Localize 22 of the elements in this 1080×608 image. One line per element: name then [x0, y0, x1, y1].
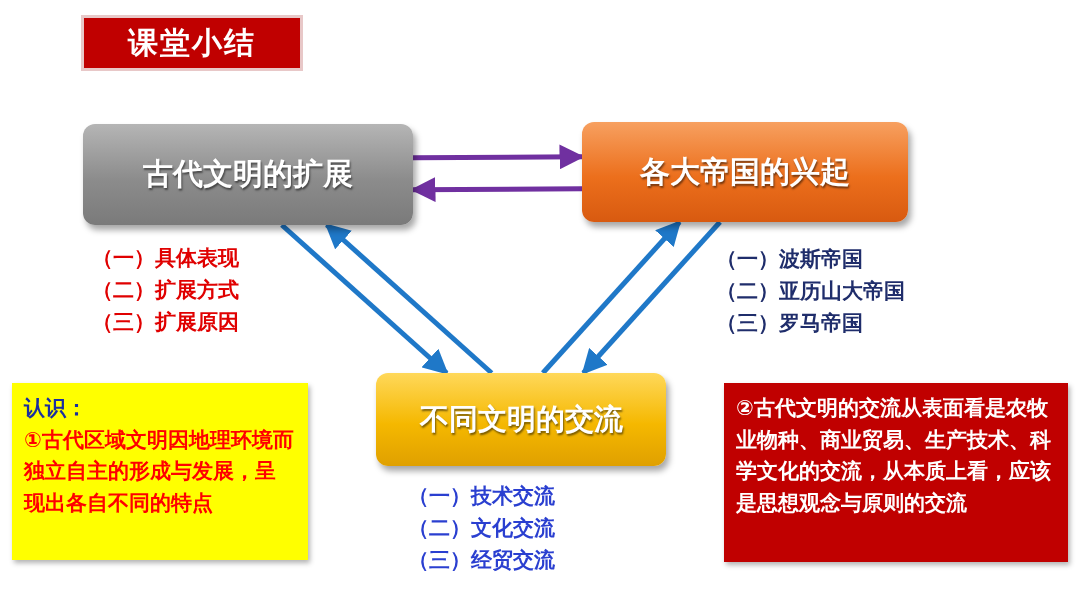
list-item: （三）罗马帝国: [716, 310, 864, 337]
arrow: [324, 223, 494, 375]
list-item: （二）亚历山大帝国: [716, 278, 905, 305]
topic-box: 各大帝国的兴起: [582, 122, 908, 222]
topic-box: 古代文明的扩展: [83, 124, 413, 225]
arrow: [280, 223, 449, 375]
topic-box: 不同文明的交流: [376, 373, 666, 466]
list-item: （三）经贸交流: [408, 547, 555, 574]
note-text: 认识：: [24, 395, 88, 422]
arrow: [541, 220, 682, 375]
list-item: （三）扩展原因: [92, 309, 239, 336]
note-text: ①古代区域文明因地理环境而独立自主的形成与发展，呈现出各自不同的特点: [24, 426, 295, 517]
list-item: （一）波斯帝国: [716, 246, 864, 273]
list-item: （二）扩展方式: [92, 277, 239, 304]
arrow: [581, 220, 722, 375]
list-item: （二）文化交流: [408, 515, 555, 542]
list-item: （一）具体表现: [92, 245, 239, 272]
note-box: [12, 383, 308, 560]
list-item: （一）技术交流: [408, 483, 555, 510]
note-text: ②古代文明的交流从表面看是农牧业物种、商业贸易、生产技术、科学文化的交流，从本质上看，应该是思想观念与原则的交流: [736, 395, 1052, 517]
note-box: [724, 383, 1068, 562]
title-banner: 课堂小结: [84, 18, 300, 68]
